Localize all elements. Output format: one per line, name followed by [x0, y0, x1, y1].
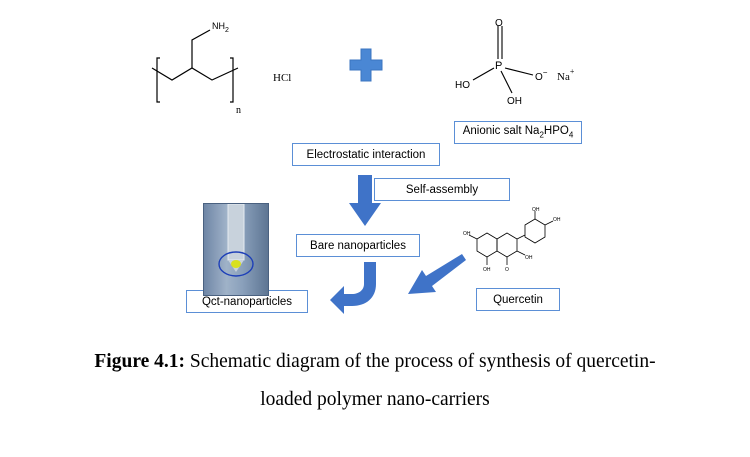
- bare-nanoparticles-box: Bare nanoparticles: [296, 234, 420, 257]
- tube-illustration: [218, 204, 254, 277]
- qct-o: O: [505, 267, 509, 273]
- anionic-salt-label: Anionic salt Na2HPO4: [462, 125, 574, 140]
- quercetin-molecule: OH OH O OH OH OH: [463, 207, 561, 273]
- nanoparticle-tube-photo: [203, 203, 269, 296]
- o-double: O: [495, 18, 503, 29]
- figure-caption-line2: loaded polymer nano-carriers: [0, 384, 750, 416]
- qct-oh-5: OH: [553, 217, 561, 223]
- diagonal-arrow-icon: [408, 254, 466, 294]
- polymer-structure: NH2 n HCl: [151, 21, 291, 116]
- na-label: Na+: [557, 67, 575, 83]
- self-assembly-label: Self-assembly: [405, 183, 479, 196]
- phosphate-structure: O P O− Na+ HO OH: [455, 18, 575, 107]
- curved-arrow-icon: [330, 262, 376, 314]
- electrostatic-interaction-label: Electrostatic interaction: [306, 148, 426, 161]
- anionic-salt-box: Anionic salt Na2HPO4: [454, 121, 582, 144]
- quercetin-box: Quercetin: [476, 288, 560, 311]
- o-minus-label: O−: [535, 68, 548, 83]
- oh-label: OH: [507, 96, 522, 107]
- self-assembly-box: Self-assembly: [374, 178, 510, 201]
- down-arrow-icon: [349, 175, 381, 226]
- caption-line2: loaded polymer nano-carriers: [260, 389, 490, 410]
- qct-oh-4: OH: [532, 207, 540, 213]
- electrostatic-interaction-box: Electrostatic interaction: [292, 143, 440, 166]
- qct-nanoparticles-label: Qct-nanoparticles: [201, 295, 293, 308]
- plus-icon: [349, 48, 383, 82]
- bare-nanoparticles-label: Bare nanoparticles: [310, 239, 406, 252]
- caption-line1: Schematic diagram of the process of synt…: [185, 351, 656, 372]
- quercetin-label: Quercetin: [493, 293, 543, 306]
- hcl-label: HCl: [273, 72, 291, 84]
- ho-label: HO: [455, 80, 470, 91]
- subscript-n: n: [236, 105, 241, 116]
- qct-oh-3: OH: [525, 255, 533, 261]
- caption-label: Figure 4.1:: [94, 351, 186, 372]
- figure-caption: Figure 4.1: Schematic diagram of the pro…: [0, 346, 750, 378]
- qct-oh-2: OH: [483, 267, 491, 273]
- p-atom: P: [495, 60, 502, 72]
- nh2-label: NH2: [212, 21, 229, 34]
- qct-oh-1: OH: [463, 231, 471, 237]
